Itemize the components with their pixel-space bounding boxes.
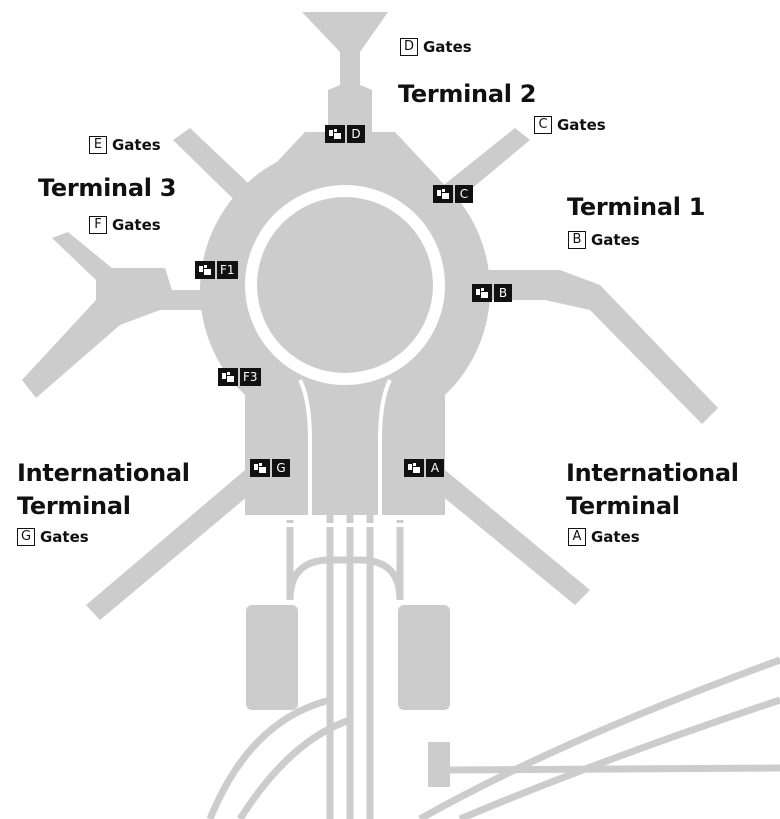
- checkpoint-a-code: A: [426, 459, 444, 477]
- security-checkpoint-icon: [404, 459, 424, 477]
- roadway-lower-left: [206, 696, 331, 819]
- security-checkpoint-icon: [433, 185, 453, 203]
- gates-b-text: Gates: [591, 231, 640, 249]
- terminal-2-pier-d: [302, 12, 388, 140]
- checkpoint-f3: F3: [218, 368, 261, 386]
- gates-f-text: Gates: [112, 216, 161, 234]
- gates-f-label: F Gates: [89, 216, 161, 234]
- pier-f: [22, 232, 215, 398]
- checkpoint-c: C: [433, 185, 473, 203]
- gate-letter-d: D: [400, 38, 418, 56]
- checkpoint-c-code: C: [455, 185, 473, 203]
- international-terminal-right-label-line1: International: [566, 459, 739, 487]
- roadway-interior-2: [378, 379, 392, 520]
- terminal-1-label: Terminal 1: [567, 193, 706, 221]
- terminal-2-label: Terminal 2: [398, 80, 537, 108]
- international-terminal-left-label-line1: International: [17, 459, 190, 487]
- security-checkpoint-icon: [472, 284, 492, 302]
- pier-g: [86, 470, 260, 620]
- gates-d-label: D Gates: [400, 38, 472, 56]
- gates-a-text: Gates: [591, 528, 640, 546]
- gate-letter-a: A: [568, 528, 586, 546]
- gates-g-text: Gates: [40, 528, 89, 546]
- roadway-highway-3: [449, 764, 780, 774]
- roadway-highway-1: [418, 656, 780, 819]
- checkpoint-f3-code: F3: [240, 368, 261, 386]
- garage-right: [398, 605, 450, 710]
- gates-d-text: Gates: [423, 38, 472, 56]
- rotunda-core: [257, 197, 433, 373]
- checkpoint-g: G: [250, 459, 290, 477]
- gate-letter-b: B: [568, 231, 586, 249]
- checkpoint-f1-code: F1: [217, 261, 238, 279]
- gates-g-label: G Gates: [17, 528, 89, 546]
- gates-e-text: Gates: [112, 136, 161, 154]
- gate-letter-c: C: [534, 116, 552, 134]
- gate-letter-g: G: [17, 528, 35, 546]
- roadway-interior-1: [298, 379, 312, 520]
- international-terminal-left-label-line2: Terminal: [17, 492, 131, 520]
- gates-a-label: A Gates: [568, 528, 640, 546]
- checkpoint-f1: F1: [195, 261, 238, 279]
- roadway-lower-mid: [237, 716, 352, 819]
- gates-c-text: Gates: [557, 116, 606, 134]
- gates-c-label: C Gates: [534, 116, 606, 134]
- roadway-loop: [286, 520, 404, 601]
- roadway-interior-3: [258, 523, 437, 590]
- gate-letter-e: E: [89, 136, 107, 154]
- international-terminal-right-label-line2: Terminal: [566, 492, 680, 520]
- checkpoint-b: B: [472, 284, 512, 302]
- security-checkpoint-icon: [218, 368, 238, 386]
- checkpoint-d: D: [325, 125, 365, 143]
- checkpoint-d-code: D: [347, 125, 365, 143]
- checkpoint-a: A: [404, 459, 444, 477]
- international-terminal-building: [245, 385, 445, 515]
- security-checkpoint-icon: [325, 125, 345, 143]
- roadway-highway-2: [458, 696, 780, 819]
- gates-b-label: B Gates: [568, 231, 640, 249]
- checkpoint-b-code: B: [494, 284, 512, 302]
- checkpoint-g-code: G: [272, 459, 290, 477]
- pier-b: [480, 270, 718, 424]
- security-checkpoint-icon: [195, 261, 215, 279]
- security-checkpoint-icon: [250, 459, 270, 477]
- parking-structure: [428, 742, 450, 787]
- garage-left: [246, 605, 298, 710]
- terminal-3-label: Terminal 3: [38, 174, 177, 202]
- gates-e-label: E Gates: [89, 136, 161, 154]
- terminal-2-connector: [260, 132, 440, 180]
- pier-a: [430, 470, 590, 605]
- gate-letter-f: F: [89, 216, 107, 234]
